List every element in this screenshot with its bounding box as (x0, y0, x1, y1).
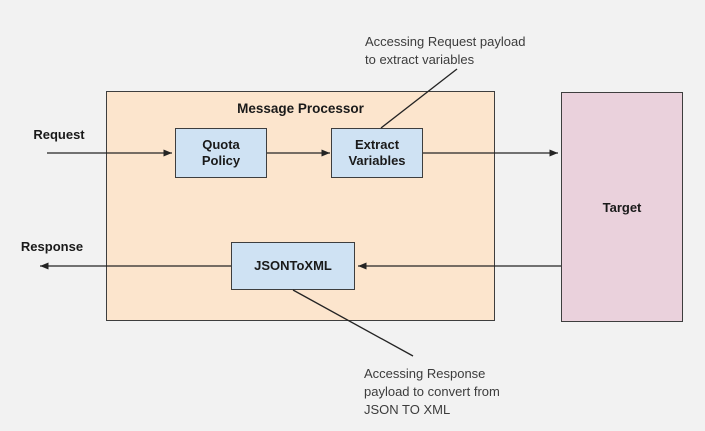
annotation-response-payload: Accessing Response payload to convert fr… (364, 366, 500, 417)
request-label: Request (33, 127, 85, 142)
target-box: Target (561, 92, 683, 322)
extract-variables-node: Extract Variables (331, 128, 423, 178)
jsontoxml-node: JSONToXML (231, 242, 355, 290)
response-label: Response (20, 239, 84, 254)
annotation-request-payload: Accessing Request payload to extract var… (365, 34, 526, 67)
message-processor-title: Message Processor (237, 101, 364, 116)
quota-policy-node: Quota Policy (175, 128, 267, 178)
